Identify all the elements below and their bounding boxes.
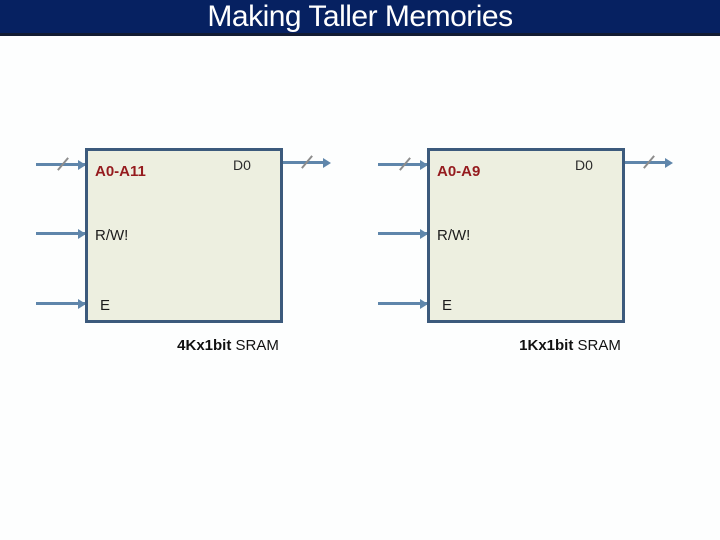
block-caption: 1Kx1bit SRAM	[470, 337, 670, 354]
enable-wire	[378, 302, 427, 305]
read-write-pin-label: R/W!	[437, 227, 471, 244]
sram-block-4k: A0-A11 D0 R/W! E 4Kx1bit SRAM	[36, 148, 336, 363]
read-write-pin-label: R/W!	[95, 227, 129, 244]
read-write-wire	[378, 232, 427, 235]
caption-type: SRAM	[235, 337, 279, 354]
address-arrowhead-icon	[420, 159, 428, 170]
enable-pin-label: E	[442, 297, 453, 314]
read-write-arrowhead-icon	[78, 228, 86, 239]
data-out-arrowhead-icon	[665, 157, 673, 168]
caption-size: 4Kx1bit	[177, 337, 232, 354]
title-bar: Making Taller Memories	[0, 0, 720, 36]
address-pins-label: A0-A11	[95, 163, 146, 180]
address-pins-label: A0-A9	[437, 163, 481, 180]
sram-block-1k: A0-A9 D0 R/W! E 1Kx1bit SRAM	[378, 148, 678, 363]
data-pin-label: D0	[233, 157, 251, 173]
data-pin-label: D0	[575, 157, 593, 173]
caption-size: 1Kx1bit	[519, 337, 574, 354]
address-arrowhead-icon	[78, 159, 86, 170]
enable-pin-label: E	[100, 297, 111, 314]
enable-wire	[36, 302, 85, 305]
sram-box: A0-A11 D0 R/W! E	[85, 148, 283, 323]
enable-arrowhead-icon	[78, 298, 86, 309]
read-write-arrowhead-icon	[420, 228, 428, 239]
page-title: Making Taller Memories	[207, 0, 513, 33]
block-caption: 4Kx1bit SRAM	[128, 337, 328, 354]
caption-type: SRAM	[577, 337, 621, 354]
read-write-wire	[36, 232, 85, 235]
data-out-arrowhead-icon	[323, 157, 331, 168]
sram-box: A0-A9 D0 R/W! E	[427, 148, 625, 323]
enable-arrowhead-icon	[420, 298, 428, 309]
